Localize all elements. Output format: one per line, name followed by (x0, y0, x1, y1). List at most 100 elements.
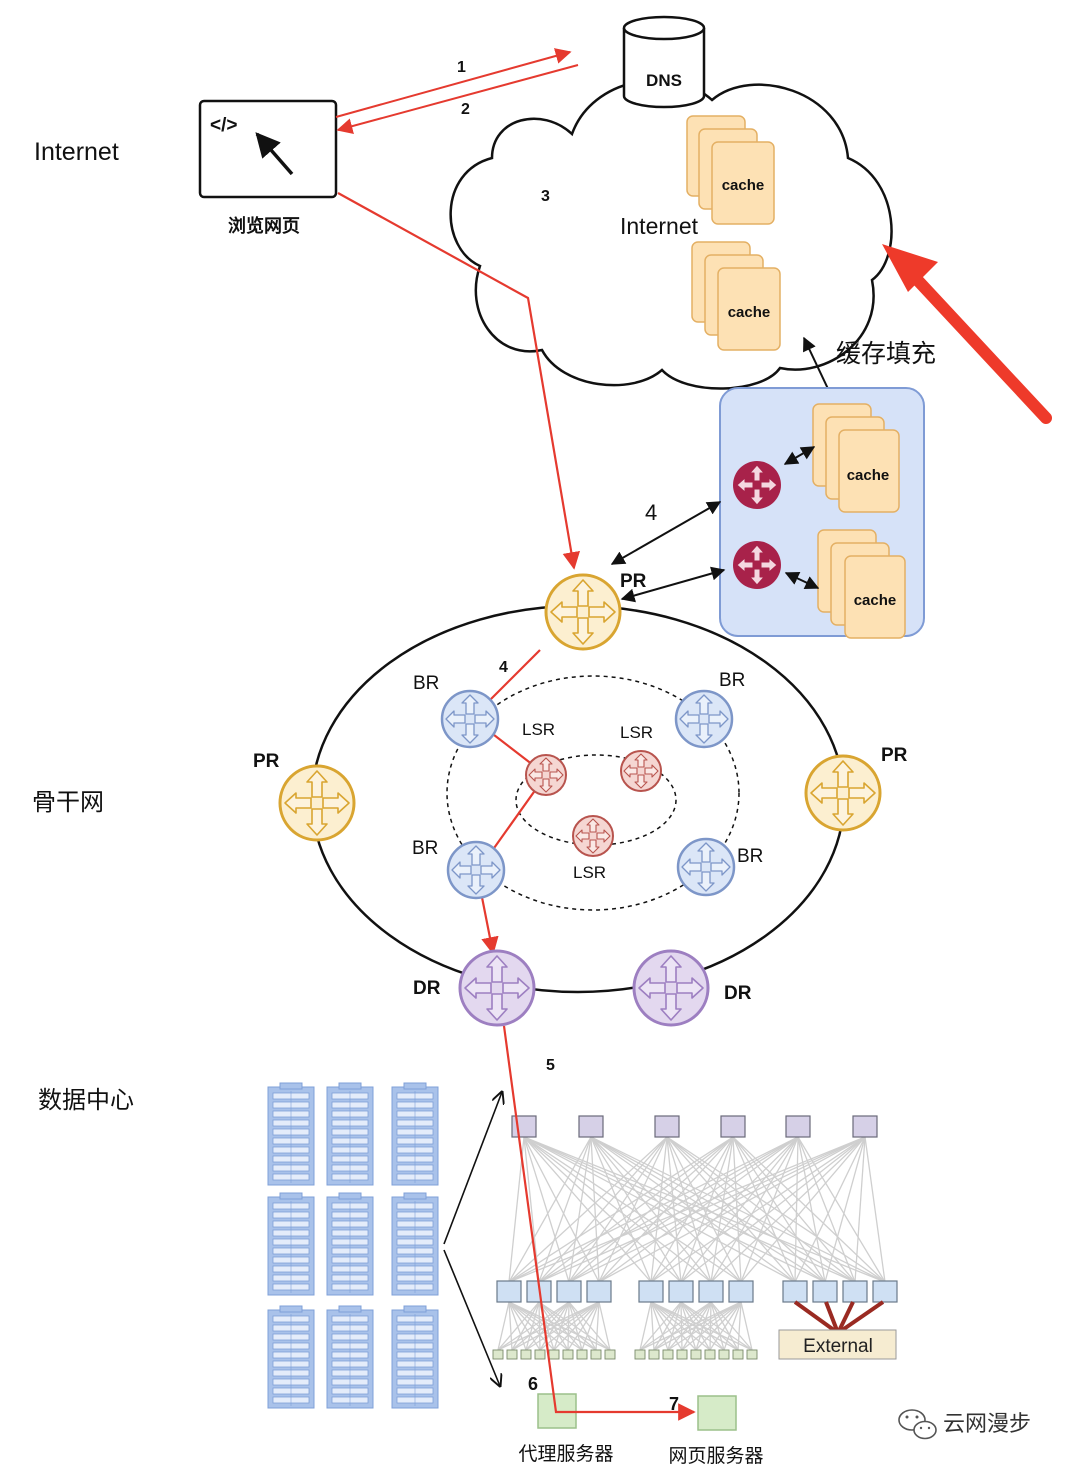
tor-switch (492, 1349, 504, 1360)
spine-switch (654, 1115, 680, 1138)
tor-switch (732, 1349, 744, 1360)
proxy-server-label: 代理服务器 (518, 1443, 613, 1465)
br-router-icon (446, 840, 506, 900)
cache-label: cache (847, 467, 890, 484)
tor-switch (634, 1349, 646, 1360)
dr-label: DR (724, 983, 752, 1004)
cache-stack: cache (817, 529, 906, 639)
tor-switch (662, 1349, 674, 1360)
br-router-icon (676, 837, 736, 897)
watermark-text: 云网漫步 (943, 1412, 1031, 1437)
leaf-switch (812, 1280, 838, 1303)
leaf-switch (556, 1280, 582, 1303)
pr-pop-arrow (620, 566, 726, 603)
backbone-ring (310, 604, 846, 994)
leaf-switch (496, 1280, 522, 1303)
edge-router-icon (732, 540, 782, 590)
br-router-icon (440, 689, 500, 749)
cache-stack: cache (691, 241, 781, 351)
edge-router-icon (732, 460, 782, 510)
pr-router-icon (278, 764, 356, 842)
dr-router-icon (458, 949, 536, 1027)
leaf-switch (842, 1280, 868, 1303)
tor-switch (548, 1349, 560, 1360)
dns-database-icon: DNS (622, 15, 706, 109)
dns-label: DNS (646, 71, 682, 90)
br-router-icon (674, 689, 734, 749)
datacenter-zoom-arrow (443, 1249, 500, 1386)
tor-switch (520, 1349, 532, 1360)
router-cache-link (783, 446, 816, 465)
section-label-datacenter: 数据中心 (38, 1086, 134, 1114)
br-label: BR (413, 673, 439, 694)
dr-router-icon (632, 949, 710, 1027)
step-2-label: 2 (461, 101, 470, 118)
leaf-switch (586, 1280, 612, 1303)
dns-response-arrow (336, 64, 579, 134)
step-7-label: 7 (669, 1394, 679, 1414)
tor-switch (562, 1349, 574, 1360)
cache-stack: cache (812, 403, 900, 513)
tor-switch (648, 1349, 660, 1360)
lsr-router-icon (572, 815, 614, 857)
spine-switch (785, 1115, 811, 1138)
cursor-icon (255, 132, 294, 176)
dr-label: DR (413, 978, 441, 999)
tor-switch (590, 1349, 602, 1360)
spine-switch (578, 1115, 604, 1138)
step-3-label: 3 (541, 188, 550, 205)
tor-switch (704, 1349, 716, 1360)
step-4-label: 4 (645, 500, 657, 525)
br-label: BR (719, 670, 745, 691)
section-label-internet: Internet (34, 138, 119, 166)
web-server-label: 网页服务器 (668, 1445, 763, 1467)
tor-switch (718, 1349, 730, 1360)
section-label-backbone: 骨干网 (32, 788, 104, 816)
spine-switch (852, 1115, 878, 1138)
lsr-router-icon (525, 754, 567, 796)
highlight-arrow-icon (882, 244, 1052, 424)
step-1-label: 1 (457, 59, 466, 76)
br-ring (446, 675, 740, 911)
pr-label: PR (881, 745, 908, 766)
cache-fill-label: 缓存填充 (836, 339, 936, 368)
tor-switch (746, 1349, 758, 1360)
browser-icon: </> (198, 99, 338, 199)
datacenter-zoom-arrow (443, 1092, 502, 1245)
browser-label: 浏览网页 (228, 215, 300, 237)
leaf-switch (782, 1280, 808, 1303)
dns-request-arrow (335, 48, 572, 118)
wechat-icon (898, 1409, 937, 1440)
cloud-internet-label: Internet (620, 213, 699, 239)
pr-router-icon (544, 573, 622, 651)
leaf-switch (872, 1280, 898, 1303)
lsr-label: LSR (522, 720, 555, 739)
tor-switch (676, 1349, 688, 1360)
leaf-switch (728, 1280, 754, 1303)
step-5-label: 5 (546, 1057, 555, 1074)
cache-label: cache (728, 304, 771, 321)
tor-switch (506, 1349, 518, 1360)
lsr-router-icon (620, 750, 662, 792)
dc-request-path-arrow (502, 1025, 696, 1421)
clos-topology: External (492, 1115, 898, 1360)
leaf-switch (668, 1280, 694, 1303)
tor-switch (604, 1349, 616, 1360)
leaf-switch (698, 1280, 724, 1303)
server-rack-grid (267, 1082, 439, 1409)
cache-label: cache (854, 592, 897, 609)
step-4b-label: 4 (499, 659, 508, 676)
step-6-label: 6 (528, 1374, 538, 1394)
spine-switch (720, 1115, 746, 1138)
leaf-switch (638, 1280, 664, 1303)
code-icon: </> (210, 115, 237, 136)
tor-switch (534, 1349, 546, 1360)
router-cache-link (784, 572, 820, 589)
external-box (778, 1329, 897, 1360)
internet-cloud (449, 78, 893, 390)
lsr-label: LSR (573, 863, 606, 882)
br-label: BR (737, 846, 763, 867)
pr-router-icon (804, 754, 882, 832)
external-label: External (803, 1336, 873, 1357)
